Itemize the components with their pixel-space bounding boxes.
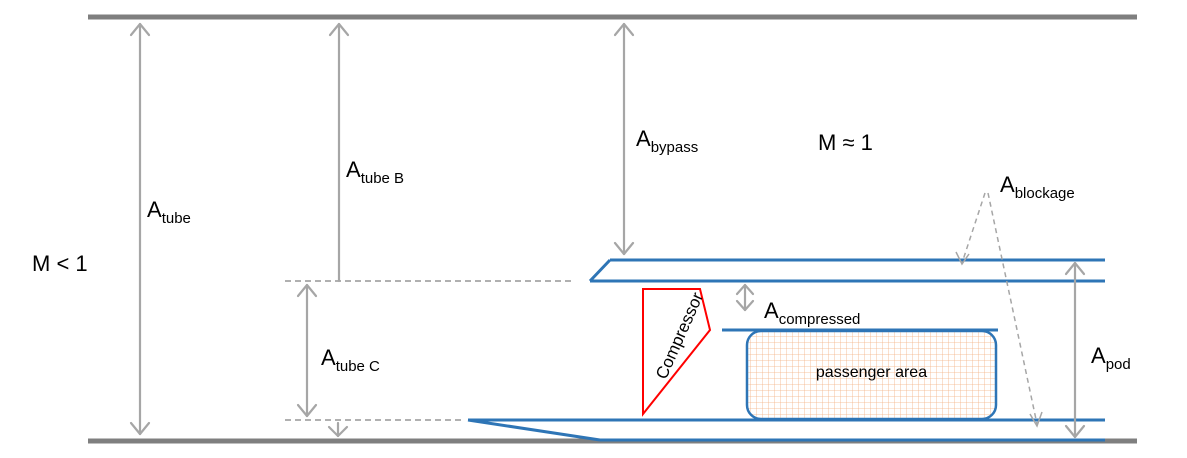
mach-subsonic-label: M < 1 [32,251,88,276]
a-pod-label: Apod [1091,343,1131,373]
blockage-arrowheads [955,251,1043,428]
dimension-arrows [129,22,1086,439]
passenger-area-box [745,329,998,421]
mach-sonic-label: M ≈ 1 [818,130,873,155]
a-bypass-label: Abypass [636,126,699,156]
a-blockage-label: Ablockage [1000,172,1075,202]
passenger-area-label: passenger area [815,364,928,381]
compressor-shape [642,288,712,417]
a-compressed-label: Acompressed [764,298,861,328]
a-tube-b-label: Atube B [346,157,405,187]
blockage-pointers [961,192,1038,425]
a-tube-label: Atube [147,197,191,227]
a-tube-c-label: Atube C [321,345,380,375]
